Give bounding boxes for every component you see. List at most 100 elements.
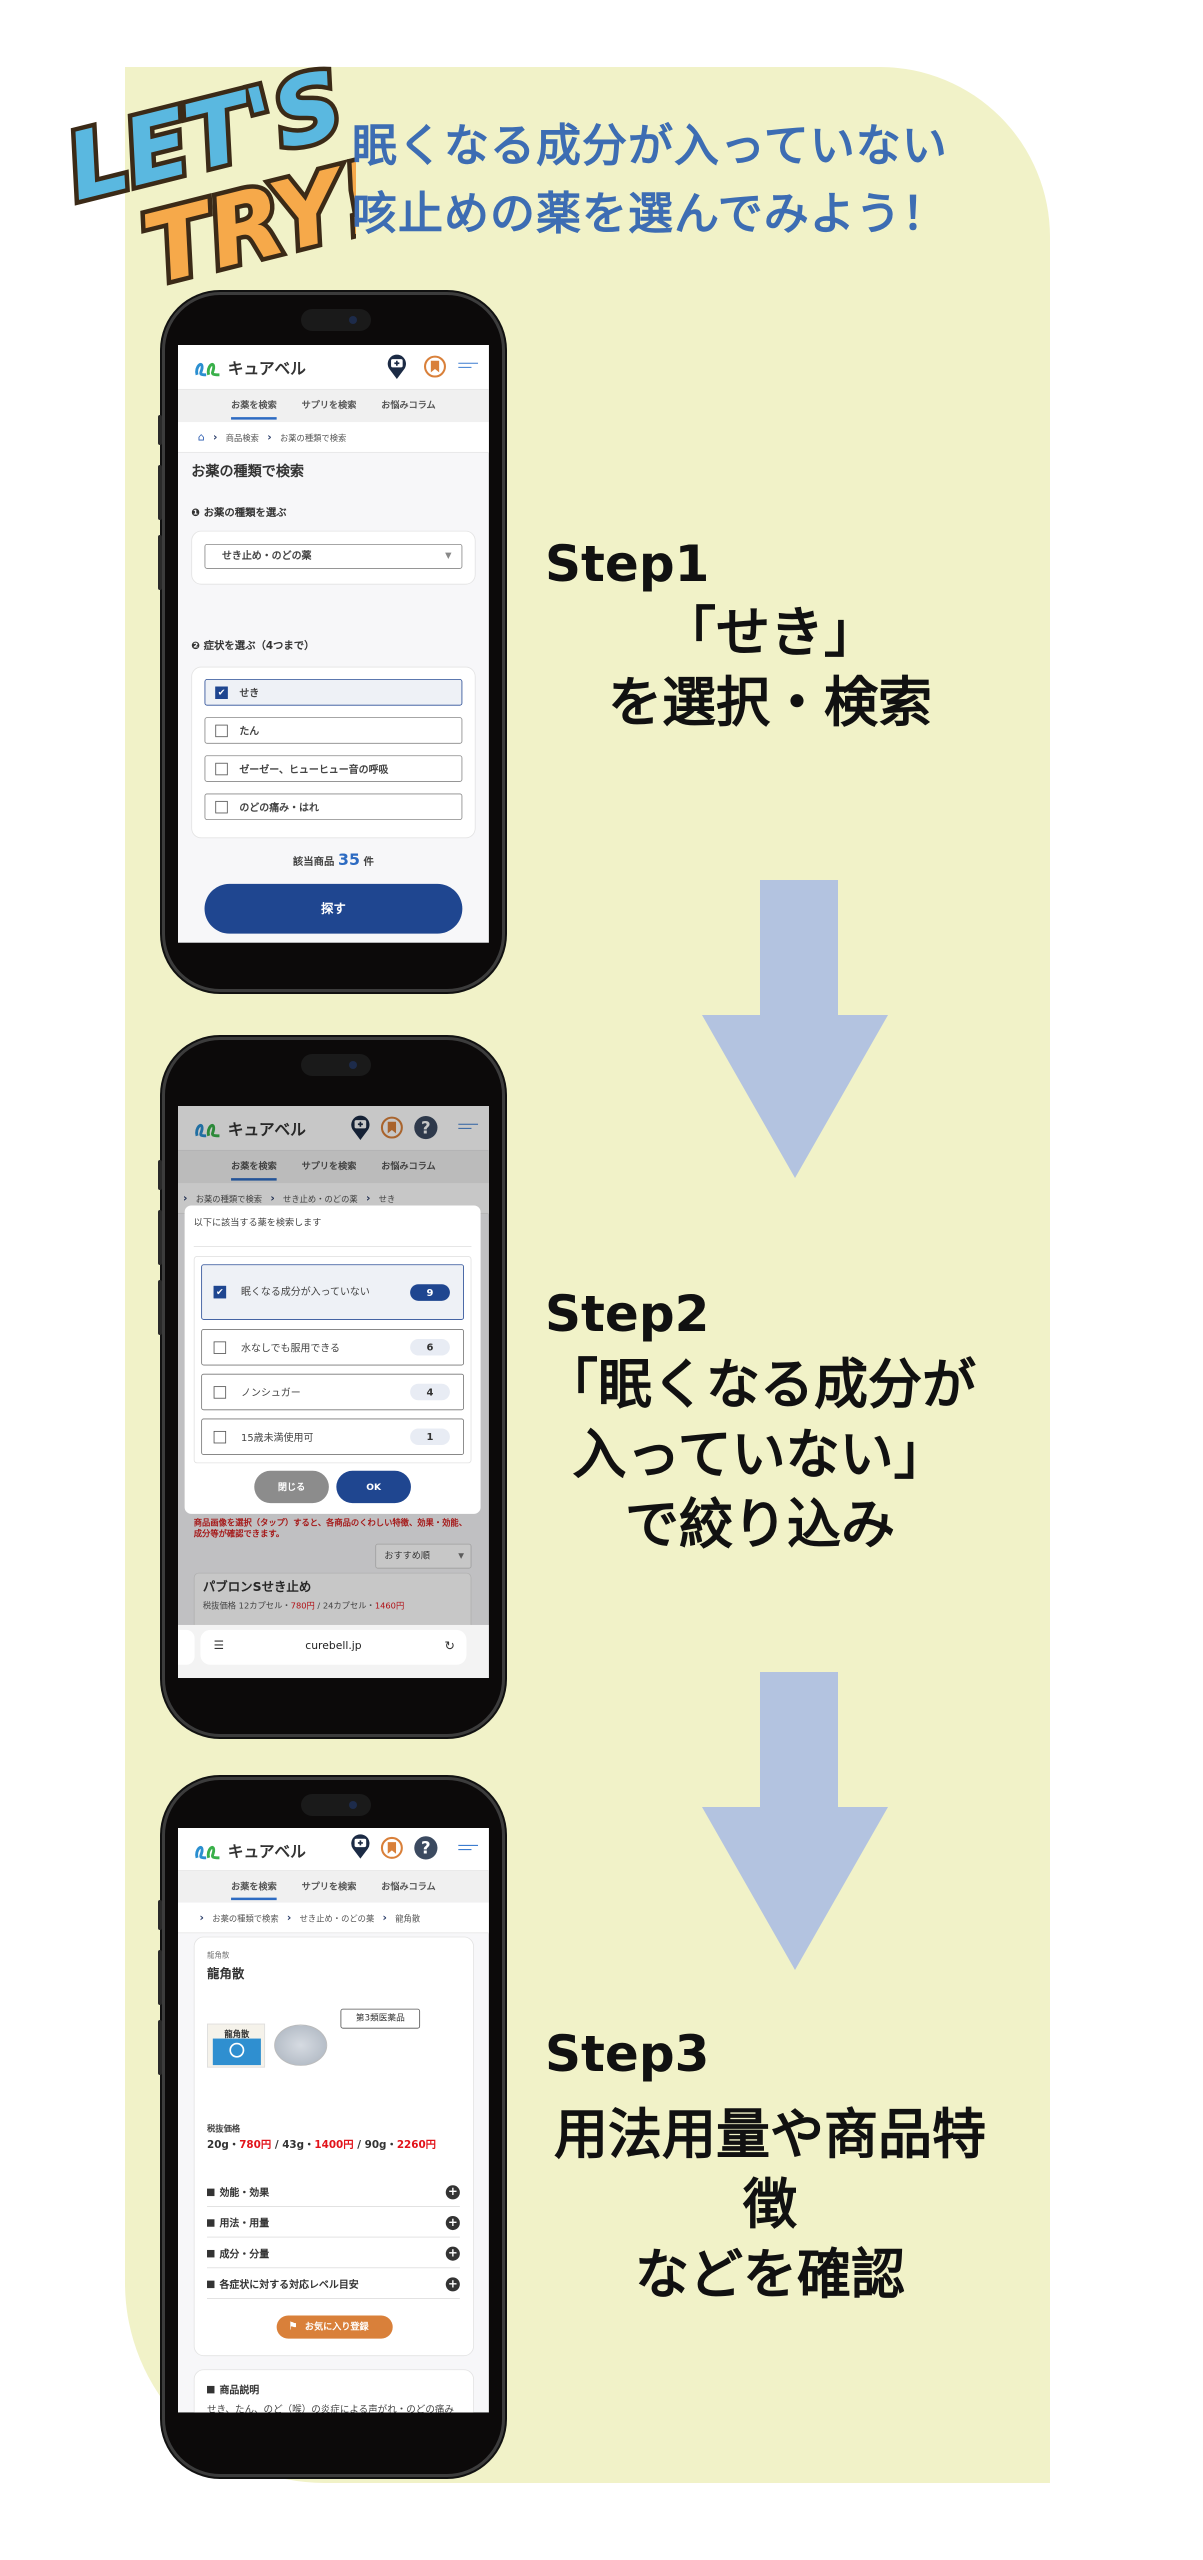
- product-image-tin[interactable]: [274, 2024, 328, 2066]
- breadcrumb-item[interactable]: お薬の種類で検索: [212, 1914, 279, 1924]
- price-text: / 24カプセル・: [314, 1601, 375, 1611]
- tab-column[interactable]: お悩みコラム: [381, 1160, 436, 1172]
- plus-circle-icon[interactable]: +: [445, 2185, 460, 2200]
- chevron-right-icon: ›: [199, 1911, 204, 1924]
- dynamic-island: [301, 1054, 371, 1076]
- plus-circle-icon[interactable]: +: [445, 2277, 460, 2292]
- bookmark-icon[interactable]: [423, 355, 446, 378]
- accordion-dosage[interactable]: 用法・用量+: [207, 2209, 460, 2238]
- accordion-label: 各症状に対する対応レベル目安: [219, 2278, 359, 2291]
- breadcrumb-item[interactable]: お薬の種類で検索: [195, 1195, 263, 1205]
- product-prices: 20g・780円 / 43g・1400円 / 90g・2260円: [207, 2136, 456, 2152]
- package-emblem-icon: [229, 2042, 245, 2058]
- page-menu-icon[interactable]: ☰: [213, 1639, 225, 1653]
- product-name: 龍角散: [207, 1966, 245, 1982]
- description-card: 商品説明 せき、たん、のど（喉）の炎症による声がれ・のどの痛みに: [193, 2369, 474, 2413]
- help-icon[interactable]: ?: [413, 1115, 438, 1140]
- close-button[interactable]: 閉じる: [254, 1470, 329, 1504]
- accordion-symptom-levels[interactable]: 各症状に対する対応レベル目安 +: [207, 2271, 460, 2299]
- chevron-right-icon: ›: [365, 1191, 371, 1205]
- main-nav: お薬を検索 サプリを検索 お悩みコラム: [178, 1871, 489, 1903]
- count-prefix: 該当商品: [292, 854, 335, 868]
- app-header: キュアベル ?: [178, 1106, 489, 1151]
- chevron-right-icon: ›: [267, 430, 272, 444]
- help-icon[interactable]: ?: [413, 1835, 438, 1860]
- product-image-package[interactable]: 龍角散: [207, 2023, 266, 2068]
- breadcrumb-item[interactable]: せき止め・のどの薬: [283, 1195, 358, 1205]
- add-favorite-button[interactable]: ⚑ お気に入り登録: [276, 2315, 393, 2339]
- breadcrumb-item[interactable]: お薬の種類で検索: [279, 434, 347, 444]
- tab-medicine-search[interactable]: お薬を検索: [231, 1151, 277, 1183]
- phone-step2: キュアベル ? お薬を検索 サプリを検索 お悩みコラム › お薬の種類で検索 ›…: [158, 1037, 505, 1737]
- symptom-checkbox[interactable]: たん: [204, 717, 463, 744]
- side-button: [158, 1950, 162, 2005]
- main-nav: お薬を検索 サプリを検索 お悩みコラム: [178, 389, 489, 423]
- hamburger-menu-icon[interactable]: [458, 1123, 479, 1133]
- package-text: 龍角散: [224, 2030, 250, 2040]
- tab-column[interactable]: お悩みコラム: [381, 399, 436, 411]
- plus-circle-icon[interactable]: +: [445, 2215, 460, 2231]
- tab-medicine-search[interactable]: お薬を検索: [231, 1871, 277, 1903]
- chevron-right-icon: ›: [382, 1911, 387, 1924]
- brand-logo[interactable]: キュアベル: [195, 1840, 306, 1862]
- product-subname: 龍角散: [207, 1951, 230, 1960]
- brand-logo[interactable]: キュアベル: [195, 357, 306, 379]
- hamburger-menu-icon[interactable]: [458, 362, 479, 372]
- filter-label: 水なしでも服用できる: [241, 1341, 340, 1354]
- bookmark-icon[interactable]: [380, 1836, 403, 1859]
- tab-supplement-search[interactable]: サプリを検索: [301, 1881, 357, 1892]
- breadcrumb-item[interactable]: せき止め・のどの薬: [299, 1914, 375, 1924]
- medicine-type-select[interactable]: せき止め・のどの薬 ▼: [204, 543, 463, 569]
- tab-column[interactable]: お悩みコラム: [381, 1881, 436, 1892]
- url-text: curebell.jp: [305, 1639, 362, 1653]
- accordion-efficacy[interactable]: 効能・効果+: [207, 2179, 460, 2207]
- brand-logo[interactable]: キュアベル: [195, 1118, 306, 1140]
- symptom-checkbox[interactable]: のどの痛み・はれ: [204, 793, 463, 821]
- accordion-label: 成分・分量: [219, 2248, 270, 2260]
- breadcrumb-item[interactable]: せき: [378, 1195, 396, 1205]
- filter-count: 9: [410, 1283, 450, 1301]
- screen-search: キュアベル お薬を検索 サプリを検索 お悩みコラム ⌂ › 商品検索 › お薬の…: [178, 345, 489, 943]
- search-button[interactable]: 探す: [204, 883, 463, 934]
- breadcrumb-item[interactable]: 商品検索: [225, 434, 259, 444]
- app-header: キュアベル ?: [178, 1828, 489, 1872]
- sort-value: おすすめ順: [384, 1550, 431, 1562]
- reload-icon[interactable]: ↻: [444, 1638, 455, 1654]
- bookmark-icon[interactable]: [380, 1116, 403, 1139]
- price-value: 780円: [290, 1601, 315, 1611]
- tab-supplement-search[interactable]: サプリを検索: [301, 399, 357, 411]
- hamburger-menu-icon[interactable]: [458, 1844, 479, 1854]
- section-label: ❶ お薬の種類を選ぶ: [191, 505, 287, 519]
- tab-medicine-search[interactable]: お薬を検索: [231, 390, 277, 422]
- address-bar[interactable]: ☰ curebell.jp ↻: [200, 1629, 467, 1665]
- breadcrumb: › お薬の種類で検索 › せき止め・のどの薬 › 龍角散: [178, 1902, 489, 1934]
- home-icon[interactable]: ⌂: [197, 430, 205, 444]
- modal-title: 以下に該当する薬を検索します: [193, 1217, 322, 1228]
- tab-supplement-search[interactable]: サプリを検索: [301, 1160, 357, 1172]
- plus-circle-icon[interactable]: +: [445, 2246, 460, 2261]
- pharmacy-location-icon[interactable]: [387, 353, 407, 380]
- symptom-label: ゼーゼー、ヒューヒュー音の呼吸: [239, 763, 389, 775]
- accordion-ingredients[interactable]: 成分・分量 +: [207, 2240, 460, 2269]
- checkbox-icon: [213, 1430, 227, 1443]
- sort-select[interactable]: おすすめ順▼: [375, 1543, 472, 1569]
- filter-label: 15歳未満使用可: [241, 1431, 314, 1443]
- bullet-square-icon: [207, 2385, 215, 2394]
- symptom-checkbox[interactable]: ✔せき: [204, 679, 463, 706]
- checkbox-icon: [213, 1341, 227, 1354]
- step-line: 用法用量や商品特徴: [554, 2103, 986, 2236]
- side-button: [158, 1280, 162, 1335]
- screen-product-detail: キュアベル ? お薬を検索 サプリを検索 お悩みコラム › お薬の種類で検索 ›…: [178, 1828, 489, 2413]
- description-title: 商品説明: [207, 2383, 259, 2397]
- checkbox-icon: [215, 800, 228, 813]
- pharmacy-location-icon[interactable]: [350, 1833, 370, 1860]
- pharmacy-location-icon[interactable]: [350, 1114, 370, 1141]
- ok-button[interactable]: OK: [336, 1470, 411, 1504]
- chevron-right-icon: ›: [270, 1191, 275, 1205]
- favorite-label: お気に入り登録: [304, 2321, 369, 2333]
- symptom-checkbox[interactable]: ゼーゼー、ヒューヒュー音の呼吸: [204, 755, 463, 782]
